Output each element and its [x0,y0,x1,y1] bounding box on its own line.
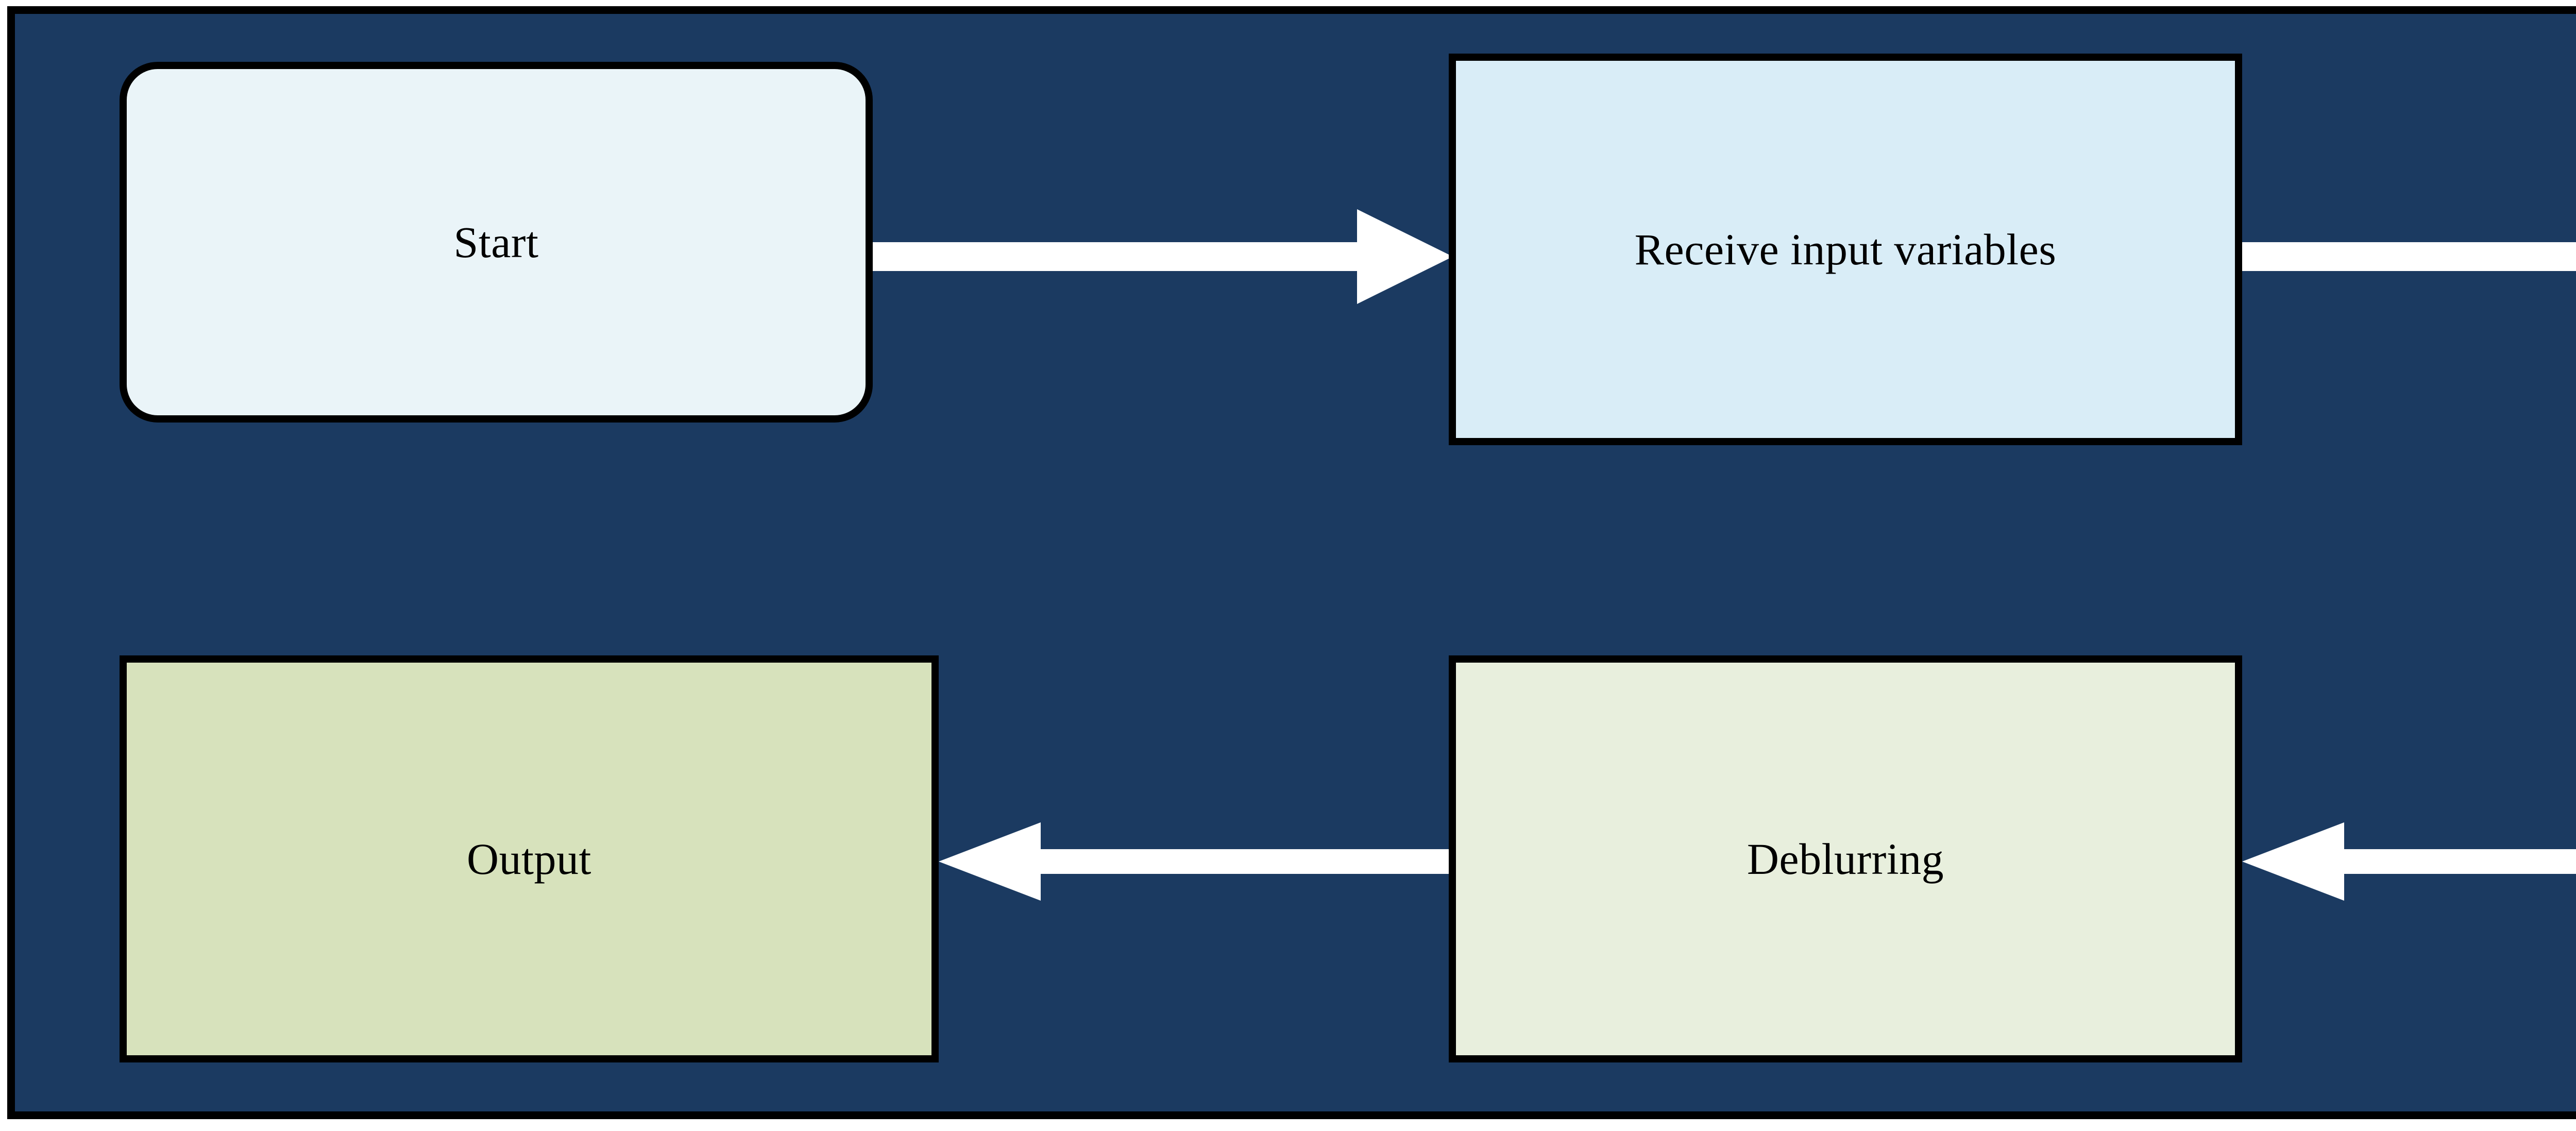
node-deblurring[interactable]: Deblurring [1449,655,2242,1062]
node-receive-input-variables[interactable]: Receive input variables [1449,54,2242,445]
node-start-label: Start [453,217,539,267]
node-start[interactable]: Start [120,62,873,423]
node-deblurring-label: Deblurring [1747,834,1944,884]
arrow-rules-to-deblur [2242,820,2576,903]
arrow-start-to-receive [873,205,1453,308]
node-output[interactable]: Output [120,655,939,1062]
node-receive-input-variables-label: Receive input variables [1634,224,2057,274]
node-output-label: Output [467,834,591,884]
arrow-deblur-to-output [939,820,1453,903]
arrow-receive-to-fuzzy [2242,205,2576,308]
